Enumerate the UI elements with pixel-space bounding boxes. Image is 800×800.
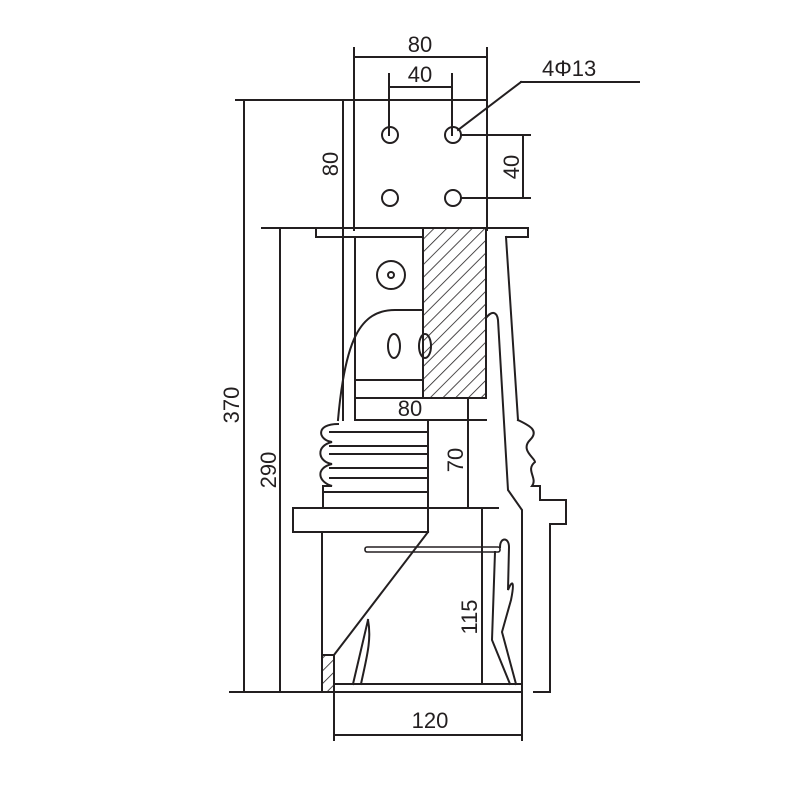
dim-body-height: 290 [256, 227, 317, 693]
hole-callout-label: 4Φ13 [542, 56, 596, 81]
dim-overall-height: 370 [219, 99, 335, 693]
slot-icon [418, 333, 432, 359]
dim-step-height: 70 [443, 399, 469, 509]
mid-flange [292, 507, 499, 533]
lower-housing [321, 530, 523, 693]
dim-body-height-label: 290 [256, 452, 281, 489]
dim-top-width-label: 80 [408, 32, 432, 57]
dim-base-width-label: 120 [412, 708, 449, 733]
outer-right-wall [484, 235, 567, 693]
slot-icon [387, 333, 401, 359]
dim-inner-width-label: 80 [398, 396, 422, 421]
inner-walls [336, 227, 487, 422]
dim-top-width: 80 [353, 32, 488, 58]
contact-rod [364, 546, 501, 553]
dim-base-width: 120 [333, 691, 523, 741]
dim-step-height-label: 70 [443, 448, 468, 472]
dim-hole-spacing-v-label: 40 [499, 155, 524, 179]
mount-hole-icon [444, 189, 462, 207]
bellows [319, 419, 429, 533]
base-hatched [321, 654, 335, 693]
dim-plate-height-label: 80 [318, 152, 343, 176]
dim-overall-height-label: 370 [219, 387, 244, 424]
mount-hole-icon [381, 189, 399, 207]
terminal-circle-icon [376, 260, 406, 290]
conductor-bar-hatched [422, 227, 487, 399]
dim-lower-height-label: 115 [457, 599, 482, 634]
dim-hole-spacing-h: 40 [388, 62, 453, 136]
dim-hole-spacing-h-label: 40 [408, 62, 432, 87]
dim-hole-spacing-v: 40 [460, 134, 531, 199]
hole-callout: 4Φ13 [456, 56, 640, 132]
dim-plate-height: 80 [318, 99, 344, 229]
mounting-plate [235, 47, 488, 231]
